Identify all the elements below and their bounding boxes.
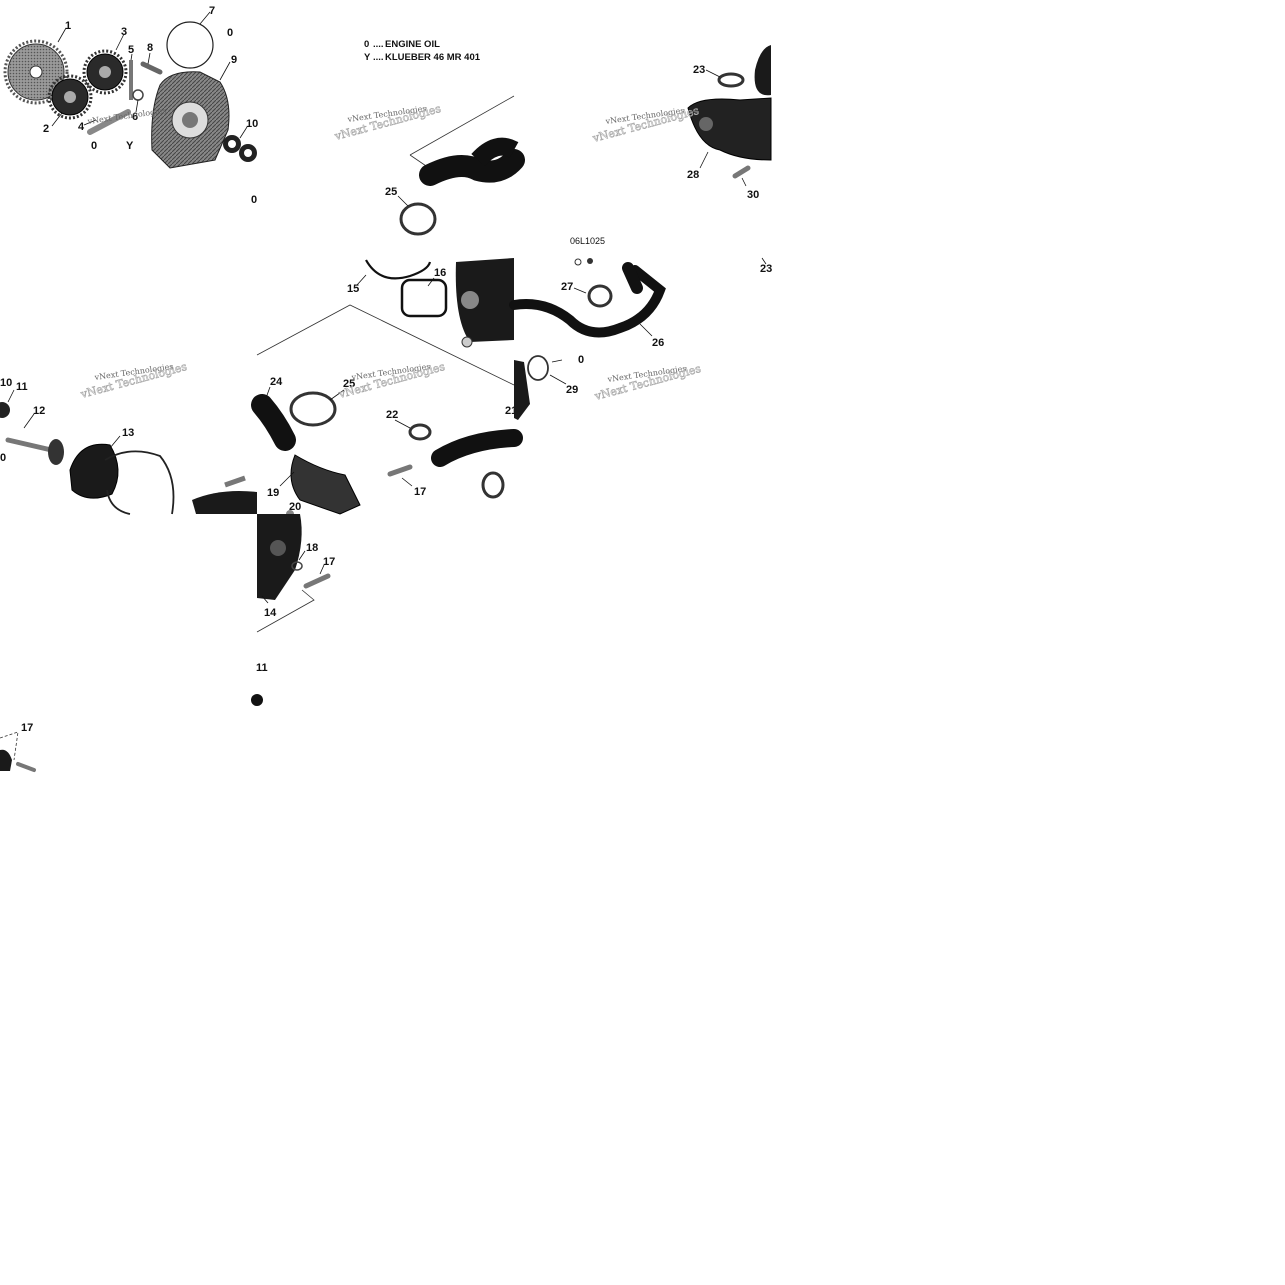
callout-6: 6 bbox=[132, 111, 138, 123]
drawing-code: 06L1025 bbox=[570, 236, 605, 246]
gear-small-3 bbox=[82, 49, 128, 95]
lube-mark-oil: 0 bbox=[0, 452, 6, 464]
tile-middle-right: 27 26 29 23 0 vNext Technologies vNext T… bbox=[509, 257, 772, 420]
callout-28: 28 bbox=[687, 169, 699, 181]
callout-24: 24 bbox=[270, 376, 283, 388]
tile-center: 15 16 24 25 22 21 19 20 17 vNext Technol… bbox=[251, 258, 523, 518]
callout-30: 30 bbox=[747, 189, 759, 201]
gear-large bbox=[3, 39, 69, 105]
callout-2: 2 bbox=[43, 123, 49, 135]
tile-top-middle: 25 vNext Technologies vNext Technologies bbox=[332, 95, 525, 236]
legend-dots-klueber: .... bbox=[373, 52, 384, 63]
callout-14: 14 bbox=[264, 607, 277, 619]
callout-3: 3 bbox=[121, 26, 127, 38]
hose-24 bbox=[251, 394, 296, 451]
o-ring-15 bbox=[365, 259, 432, 280]
callout-8: 8 bbox=[147, 42, 153, 54]
lubricant-legend: 0 .... ENGINE OIL Y .... KLUEBER 46 MR 4… bbox=[364, 39, 481, 63]
legend-text-oil: ENGINE OIL bbox=[385, 39, 440, 50]
callout-25: 25 bbox=[343, 378, 355, 390]
lube-mark-oil: 0 bbox=[578, 354, 584, 366]
callout-9: 9 bbox=[231, 54, 237, 66]
callout-25: 25 bbox=[385, 186, 397, 198]
callout-10-partial: 10 bbox=[0, 377, 12, 389]
callout-12: 12 bbox=[33, 405, 45, 417]
tile-top-right: 23 28 30 vNext Technologies vNext Techno… bbox=[590, 45, 772, 201]
o-ring bbox=[166, 21, 214, 69]
callout-29: 29 bbox=[566, 384, 578, 396]
pump-housing bbox=[455, 258, 514, 342]
bypass-hose bbox=[509, 265, 666, 338]
callout-17: 17 bbox=[323, 556, 335, 568]
gasket bbox=[104, 450, 175, 515]
callout-26: 26 bbox=[652, 337, 664, 349]
gear-small-2 bbox=[47, 74, 93, 120]
hose bbox=[419, 149, 525, 186]
callout-11-partial: 11 bbox=[256, 662, 268, 674]
callout-17: 17 bbox=[414, 486, 426, 498]
legend-code-oil: 0 bbox=[364, 39, 369, 50]
housing bbox=[687, 97, 772, 161]
lube-mark-oil: 0 bbox=[91, 140, 97, 152]
hose-21 bbox=[431, 429, 523, 467]
callout-10: 10 bbox=[246, 118, 258, 130]
tile-top-left: 1 2 3 4 5 6 7 8 9 10 0 0 Y 0 vNext Techn… bbox=[3, 5, 258, 206]
callout-17: 17 bbox=[21, 722, 33, 734]
thermostat-fitting bbox=[290, 454, 361, 515]
legend-code-klueber: Y bbox=[364, 52, 371, 63]
tile-lower-center: 18 17 14 11 bbox=[251, 514, 335, 706]
hose-clamp bbox=[399, 202, 437, 236]
o-ring-29 bbox=[527, 355, 549, 381]
tile-lower-left: 17 bbox=[0, 722, 36, 772]
callout-20: 20 bbox=[289, 501, 301, 513]
clamp-27 bbox=[587, 284, 613, 308]
legend-dots-oil: .... bbox=[373, 39, 384, 50]
legend-text-klueber: KLUEBER 46 MR 401 bbox=[385, 52, 481, 63]
callout-4: 4 bbox=[78, 121, 85, 133]
tile-middle-left: 10 11 12 13 0 vNext Technologies vNext T… bbox=[0, 360, 257, 515]
callout-27: 27 bbox=[561, 281, 573, 293]
lube-mark-klueber: Y bbox=[126, 140, 134, 152]
callout-15: 15 bbox=[347, 283, 359, 295]
lube-mark-oil: 0 bbox=[227, 27, 233, 39]
lube-mark-oil: 0 bbox=[251, 194, 257, 206]
impeller bbox=[69, 443, 119, 499]
callout-19: 19 bbox=[267, 487, 279, 499]
callout-22: 22 bbox=[386, 409, 398, 421]
water-outlet bbox=[257, 514, 302, 600]
gasket-16 bbox=[400, 278, 448, 318]
callout-1: 1 bbox=[65, 20, 71, 32]
callout-7: 7 bbox=[209, 5, 215, 17]
callout-23-partial: 23 bbox=[760, 263, 772, 275]
clamp-25 bbox=[289, 391, 337, 427]
callout-23: 23 bbox=[693, 64, 705, 76]
callout-16: 16 bbox=[434, 267, 446, 279]
shaft bbox=[87, 109, 131, 135]
callout-11: 11 bbox=[16, 381, 28, 393]
pump-cover bbox=[151, 71, 230, 169]
callout-13: 13 bbox=[122, 427, 134, 439]
clamp bbox=[717, 72, 745, 88]
callout-18: 18 bbox=[306, 542, 318, 554]
callout-5: 5 bbox=[128, 44, 134, 56]
